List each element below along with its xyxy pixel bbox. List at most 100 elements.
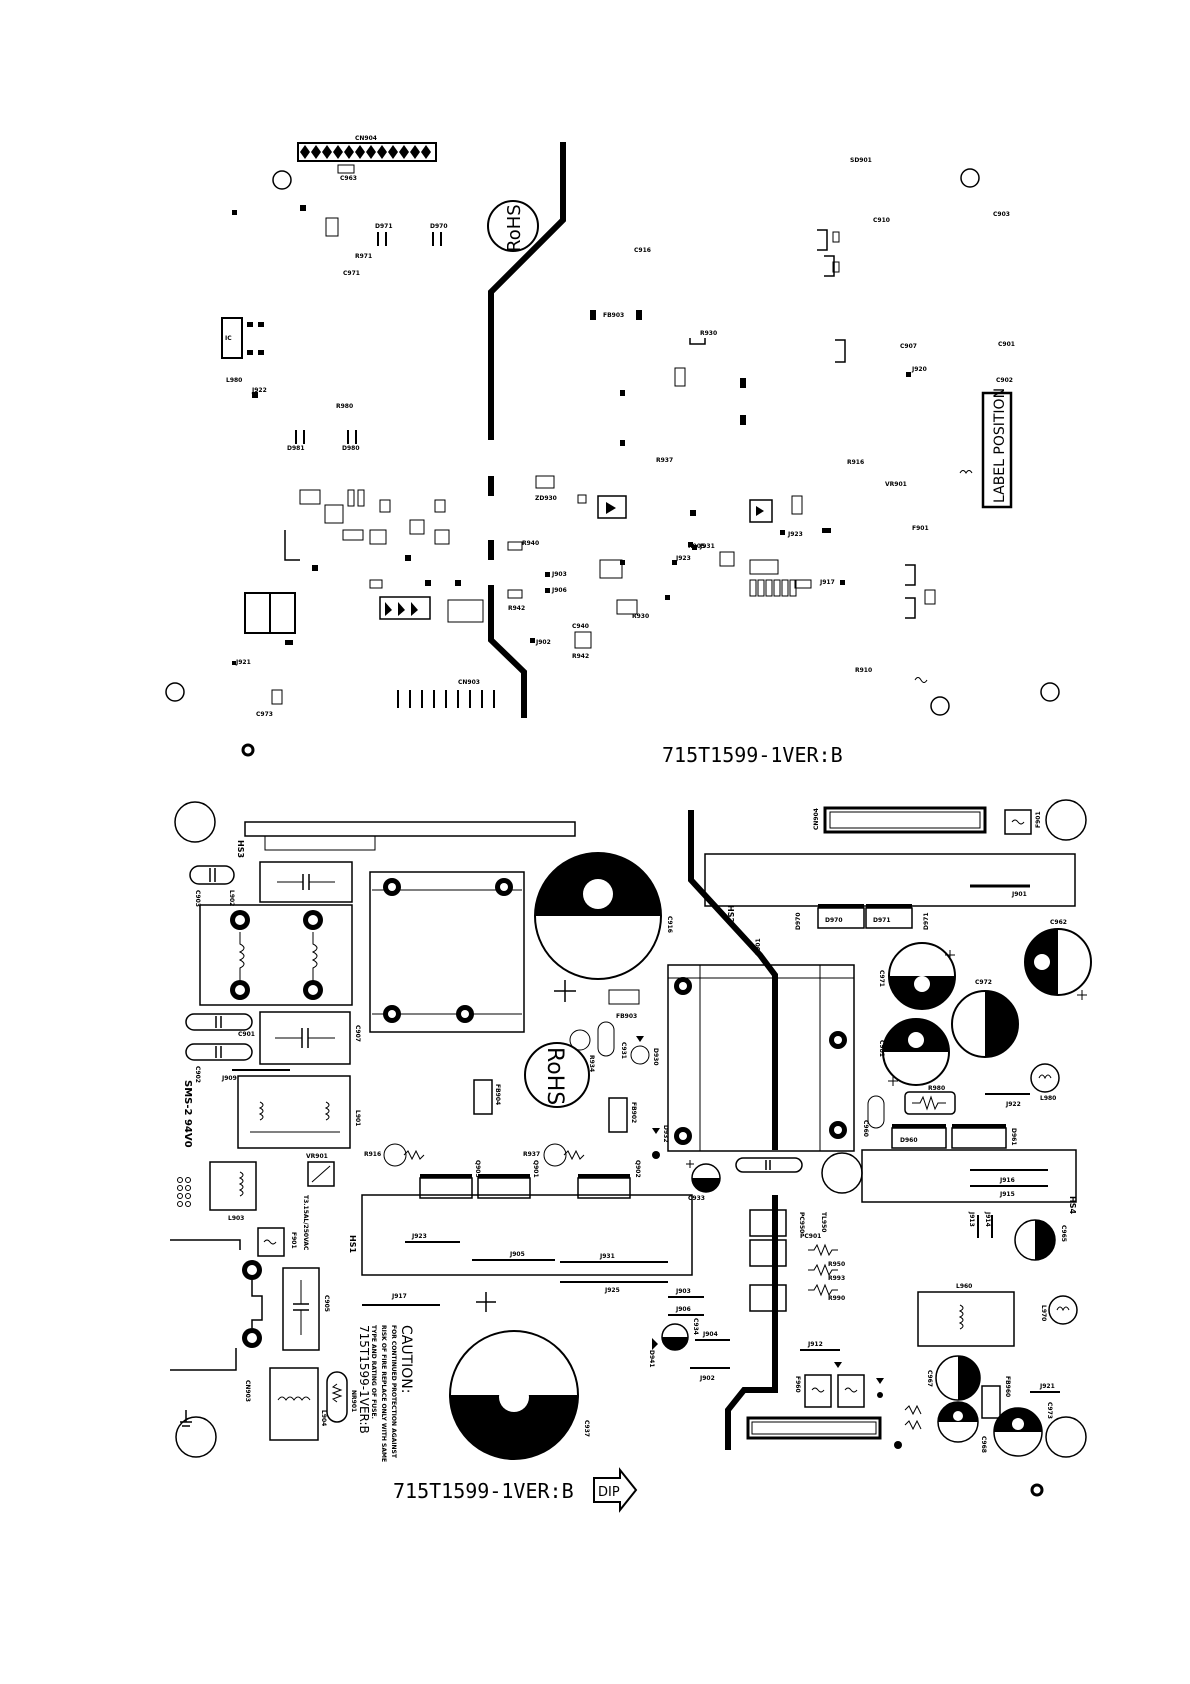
r930b-label: R930	[632, 613, 649, 620]
c916-label: C916	[634, 247, 651, 254]
mount-hole	[821, 1152, 863, 1194]
f960-label: F960	[794, 1376, 801, 1393]
r916-label: R916	[847, 459, 864, 466]
c940-label: C940	[572, 623, 589, 630]
l991-power-inductor	[369, 871, 525, 1033]
c901-label: C901	[998, 341, 1015, 348]
ic901-footprint	[597, 495, 627, 519]
j917-label: J917	[819, 579, 835, 586]
pc901-optocoupler	[749, 1239, 787, 1267]
d960-mark: D960	[900, 1137, 918, 1144]
l960-label: L960	[956, 1283, 972, 1290]
dip-label: DIP	[598, 1485, 620, 1500]
hs1-heatsink	[361, 1194, 693, 1276]
slot-segment	[488, 540, 494, 560]
c902-label: C902	[194, 1066, 201, 1083]
caution-line-2: RISK OF FIRE REPLACE ONLY WITH SAME	[380, 1325, 387, 1462]
r942-label: R942	[508, 605, 525, 612]
l903-inductor	[209, 1161, 257, 1211]
c902-capacitor	[185, 1043, 253, 1061]
c968-label: C968	[980, 1436, 987, 1453]
fb960-label: FB960	[1004, 1376, 1011, 1397]
d981-label: D981	[287, 445, 305, 452]
l904-inductor	[269, 1367, 319, 1441]
bottom-board: HS3 CN904 F901 J901 D970 D970 D971 D971 …	[170, 799, 1092, 1513]
c967-label: C967	[926, 1370, 933, 1387]
hs2-label: HS2	[726, 905, 735, 923]
c971-label: C971	[343, 270, 360, 277]
d970-label: D970	[795, 912, 802, 930]
isolation-slot-bottom	[488, 585, 527, 718]
fb902-bead	[608, 1097, 628, 1133]
slot-segment	[488, 476, 494, 496]
j923-small: J923	[675, 555, 691, 562]
f901-fuse-holder	[1004, 809, 1032, 835]
sd901-label: SD901	[850, 157, 872, 164]
mount-hole	[175, 1416, 217, 1458]
c963-pad	[337, 164, 355, 174]
r905-label: R905	[688, 543, 705, 550]
l903-label: L903	[228, 1215, 244, 1222]
r916-label: R916	[364, 1151, 381, 1158]
cn903-label-bottom: CN903	[244, 1380, 251, 1402]
top-board-code: 715T1599-1VER:B	[662, 743, 843, 767]
side-board-code: 715T1599-1VER:B	[357, 1325, 371, 1434]
fuse-rating: T3.15AL/250VAC	[302, 1195, 309, 1251]
d961-label: D961	[1010, 1128, 1017, 1146]
fb960-bead	[981, 1385, 1001, 1419]
r940-label: R940	[522, 540, 539, 547]
c907-label: C907	[900, 343, 917, 350]
mount-hole	[165, 682, 185, 702]
c905-label: C905	[323, 1295, 330, 1312]
t901-label: T901	[755, 938, 762, 955]
c933-label: C933	[688, 1195, 705, 1202]
d930-label: D930	[652, 1048, 659, 1066]
caution-line-3: TYPE AND RATING OF FUSE.	[370, 1325, 377, 1419]
c973-label: C973	[256, 711, 273, 718]
c916-label: C916	[666, 916, 673, 933]
output-connector	[746, 1416, 882, 1440]
hs1-label: HS1	[348, 1235, 357, 1253]
c971-pad	[325, 217, 339, 237]
cn904-connector-bottom	[823, 806, 987, 834]
c962-label: C962	[1050, 919, 1067, 926]
j917-label: J917	[391, 1293, 407, 1300]
r937-label: R937	[523, 1151, 540, 1158]
isolation-slot-bottom-board-lower	[725, 1195, 778, 1450]
vr901-label: VR901	[885, 481, 907, 488]
l904-label: L904	[320, 1410, 327, 1426]
j901-heatsink-area	[704, 853, 1076, 907]
j912-label: J912	[807, 1341, 823, 1348]
mount-hole	[1045, 799, 1087, 841]
f901-top-label: F901	[1035, 811, 1042, 828]
rohs-logo-text: RoHS	[504, 204, 525, 252]
j901-label: J901	[1011, 891, 1027, 898]
r990-label: R990	[828, 1295, 845, 1302]
nr901-label: NR901	[350, 1390, 357, 1412]
c901-capacitor	[185, 1013, 253, 1031]
mount-hole	[1040, 682, 1060, 702]
c963-label: C963	[340, 175, 357, 182]
c971-label: C971	[878, 970, 885, 987]
ic-package	[221, 317, 243, 359]
tl950-label: TL950	[820, 1212, 827, 1232]
j931-small: J931	[699, 543, 715, 550]
f901-small: F901	[912, 525, 929, 532]
dip-arrow	[593, 1467, 638, 1513]
fb904-bead	[473, 1079, 493, 1115]
cert-marking: SMS-2 94V0	[182, 1080, 193, 1148]
j902-label: J902	[699, 1375, 715, 1382]
r980-label: R980	[928, 1085, 945, 1092]
smd-array	[749, 579, 797, 597]
q903-label: Q903	[474, 1160, 481, 1178]
d971-label: D971	[923, 912, 930, 930]
f901-fuse	[257, 1227, 285, 1257]
fiducial	[241, 743, 255, 757]
c902-label: C902	[996, 377, 1013, 384]
rohs-logo-circle-bottom	[524, 1042, 590, 1108]
cn903-label: CN903	[458, 679, 480, 686]
j920-label: J920	[911, 366, 927, 373]
mid-component-cluster	[299, 489, 484, 623]
l902-choke	[199, 904, 353, 1006]
